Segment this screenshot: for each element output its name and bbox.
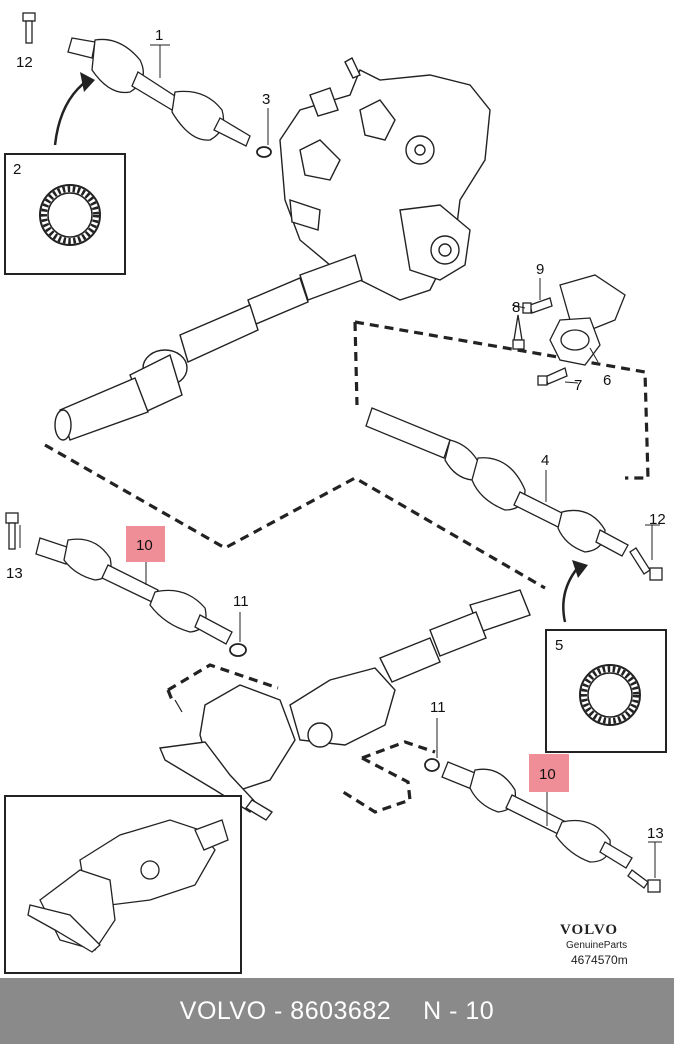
callout-8: 8 bbox=[512, 299, 520, 316]
bolts-7-8-9 bbox=[512, 297, 568, 386]
gearbox-housing bbox=[279, 57, 491, 301]
highlight-boxes bbox=[126, 526, 569, 792]
brand-sub-text: GenuineParts bbox=[566, 940, 627, 951]
callout-10-right: 10 bbox=[539, 766, 556, 783]
callout-7: 7 bbox=[574, 377, 582, 394]
footer-separator: - bbox=[274, 996, 283, 1025]
brand-block: VOLVO GenuineParts 4674570m bbox=[560, 922, 628, 967]
callout-12-top: 12 bbox=[16, 54, 33, 71]
diagram-ref-code: 4674570m bbox=[571, 953, 628, 967]
bolt-13-right bbox=[627, 869, 661, 893]
callout-numbers: 12 1 3 2 9 8 6 7 4 12 13 10 11 5 11 10 1… bbox=[6, 27, 666, 842]
inset-box-2 bbox=[4, 153, 126, 275]
callout-11-left: 11 bbox=[233, 593, 249, 610]
callout-5: 5 bbox=[555, 637, 563, 654]
propeller-shaft bbox=[54, 254, 363, 441]
callout-9: 9 bbox=[536, 261, 544, 278]
dashed-connectors bbox=[44, 320, 650, 814]
seal-ring-3 bbox=[256, 146, 272, 158]
callout-13-left: 13 bbox=[6, 565, 23, 582]
bolt-13-left bbox=[5, 512, 19, 550]
inset-rear-diff-assembly bbox=[4, 795, 242, 974]
rear-differential bbox=[159, 667, 396, 821]
footer-brand: VOLVO bbox=[179, 996, 267, 1025]
brand-logo-text: VOLVO bbox=[560, 922, 618, 938]
seal-ring-11-left bbox=[229, 643, 247, 657]
drive-shaft-1 bbox=[67, 37, 251, 147]
drive-shaft-10-right bbox=[441, 761, 633, 869]
seal-ring-11-right bbox=[424, 758, 440, 772]
leader-lines bbox=[19, 44, 662, 878]
drive-shaft-4 bbox=[365, 407, 629, 557]
callout-6: 6 bbox=[603, 372, 611, 389]
callout-12-right: 12 bbox=[649, 511, 666, 528]
highlight-10-left bbox=[126, 526, 165, 562]
highlight-10-right bbox=[529, 754, 569, 792]
rear-propeller-shaft bbox=[379, 589, 531, 683]
arrow-to-inset-2 bbox=[53, 72, 95, 146]
bolt-12-top bbox=[22, 12, 36, 44]
footer-part-number: 8603682 bbox=[290, 996, 392, 1025]
dashed-outline-rear bbox=[174, 699, 183, 713]
arrow-to-inset-5 bbox=[562, 560, 588, 623]
callout-11-right: 11 bbox=[430, 699, 446, 716]
part-footer-bar: VOLVO - 8603682 N - 10 bbox=[0, 978, 674, 1044]
callout-2: 2 bbox=[13, 161, 21, 178]
drivetrain-exploded-diagram: 12 1 3 2 9 8 6 7 4 12 13 10 11 5 11 10 1… bbox=[4, 12, 667, 974]
drive-shaft-10-left bbox=[35, 537, 233, 645]
inset-box-5 bbox=[545, 629, 667, 753]
callout-1: 1 bbox=[155, 27, 163, 44]
footer-position-code: N - 10 bbox=[423, 996, 495, 1025]
bolt-12-right bbox=[629, 547, 663, 581]
callout-10-left: 10 bbox=[136, 537, 153, 554]
callout-4: 4 bbox=[541, 452, 549, 469]
callout-13-right: 13 bbox=[647, 825, 664, 842]
engine-mount-bracket bbox=[549, 274, 626, 366]
callout-3: 3 bbox=[262, 91, 270, 108]
